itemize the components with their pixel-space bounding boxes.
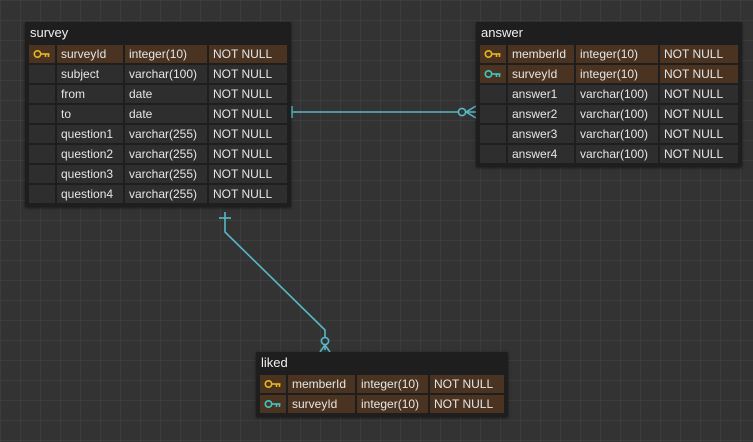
- column-constraint: NOT NULL: [660, 105, 738, 123]
- column-type: date: [125, 105, 207, 123]
- column-constraint: NOT NULL: [660, 145, 738, 163]
- column-constraint: NOT NULL: [209, 165, 287, 183]
- column-type: varchar(100): [576, 145, 658, 163]
- primary-key-icon: [260, 375, 286, 393]
- column-name: answer1: [508, 85, 574, 103]
- column-constraint: NOT NULL: [209, 85, 287, 103]
- key-slot: [480, 145, 506, 163]
- foreign-key-icon: [480, 65, 506, 83]
- column-constraint: NOT NULL: [209, 125, 287, 143]
- column-name: answer2: [508, 105, 574, 123]
- key-slot: [480, 105, 506, 123]
- column-name: from: [57, 85, 123, 103]
- column-constraint: NOT NULL: [660, 85, 738, 103]
- column-name: surveyId: [508, 65, 574, 83]
- key-slot: [29, 125, 55, 143]
- column-name: answer4: [508, 145, 574, 163]
- column-type: integer(10): [357, 375, 428, 393]
- column-constraint: NOT NULL: [209, 145, 287, 163]
- key-slot: [29, 65, 55, 83]
- column-type: varchar(100): [576, 105, 658, 123]
- foreign-key-icon: [260, 395, 286, 413]
- column-type: integer(10): [576, 65, 658, 83]
- crowfoot-marker: [465, 111, 477, 119]
- column-constraint: NOT NULL: [660, 125, 738, 143]
- column-name: memberId: [508, 45, 574, 63]
- key-slot: [29, 185, 55, 203]
- column-constraint: NOT NULL: [209, 45, 287, 63]
- column-type: varchar(100): [576, 85, 658, 103]
- crowfoot-marker: [324, 344, 331, 353]
- key-slot: [29, 145, 55, 163]
- key-slot: [480, 85, 506, 103]
- column-type: integer(10): [125, 45, 207, 63]
- column-name: question3: [57, 165, 123, 183]
- column-constraint: NOT NULL: [209, 185, 287, 203]
- column-type: integer(10): [357, 395, 428, 413]
- column-type: varchar(255): [125, 185, 207, 203]
- column-constraint: NOT NULL: [430, 375, 504, 393]
- column-name: subject: [57, 65, 123, 83]
- zero-marker: [457, 107, 467, 117]
- column-name: answer3: [508, 125, 574, 143]
- primary-key-icon: [480, 45, 506, 63]
- column-constraint: NOT NULL: [209, 65, 287, 83]
- column-constraint: NOT NULL: [660, 65, 738, 83]
- column-constraint: NOT NULL: [209, 105, 287, 123]
- column-constraint: NOT NULL: [660, 45, 738, 63]
- crowfoot-marker: [319, 344, 326, 353]
- column-type: integer(10): [576, 45, 658, 63]
- crowfoot-marker: [465, 105, 477, 113]
- relationship-survey-liked[interactable]: [219, 212, 331, 353]
- table-title: liked: [261, 355, 288, 370]
- column-type: varchar(255): [125, 125, 207, 143]
- key-slot: [29, 165, 55, 183]
- relationship-survey-answer[interactable]: [285, 105, 477, 119]
- key-slot: [29, 105, 55, 123]
- column-type: varchar(255): [125, 145, 207, 163]
- column-name: memberId: [288, 375, 355, 393]
- column-type: date: [125, 85, 207, 103]
- zero-marker: [320, 336, 330, 346]
- table-title: answer: [481, 25, 523, 40]
- table-title: survey: [30, 25, 69, 40]
- column-name: question4: [57, 185, 123, 203]
- column-type: varchar(255): [125, 165, 207, 183]
- column-name: surveyId: [288, 395, 355, 413]
- column-name: to: [57, 105, 123, 123]
- key-slot: [480, 125, 506, 143]
- primary-key-icon: [29, 45, 55, 63]
- column-type: varchar(100): [125, 65, 207, 83]
- column-name: question2: [57, 145, 123, 163]
- column-name: question1: [57, 125, 123, 143]
- column-constraint: NOT NULL: [430, 395, 504, 413]
- relationship-survey-liked-line: [224, 212, 326, 350]
- key-slot: [29, 85, 55, 103]
- column-name: surveyId: [57, 45, 123, 63]
- column-type: varchar(100): [576, 125, 658, 143]
